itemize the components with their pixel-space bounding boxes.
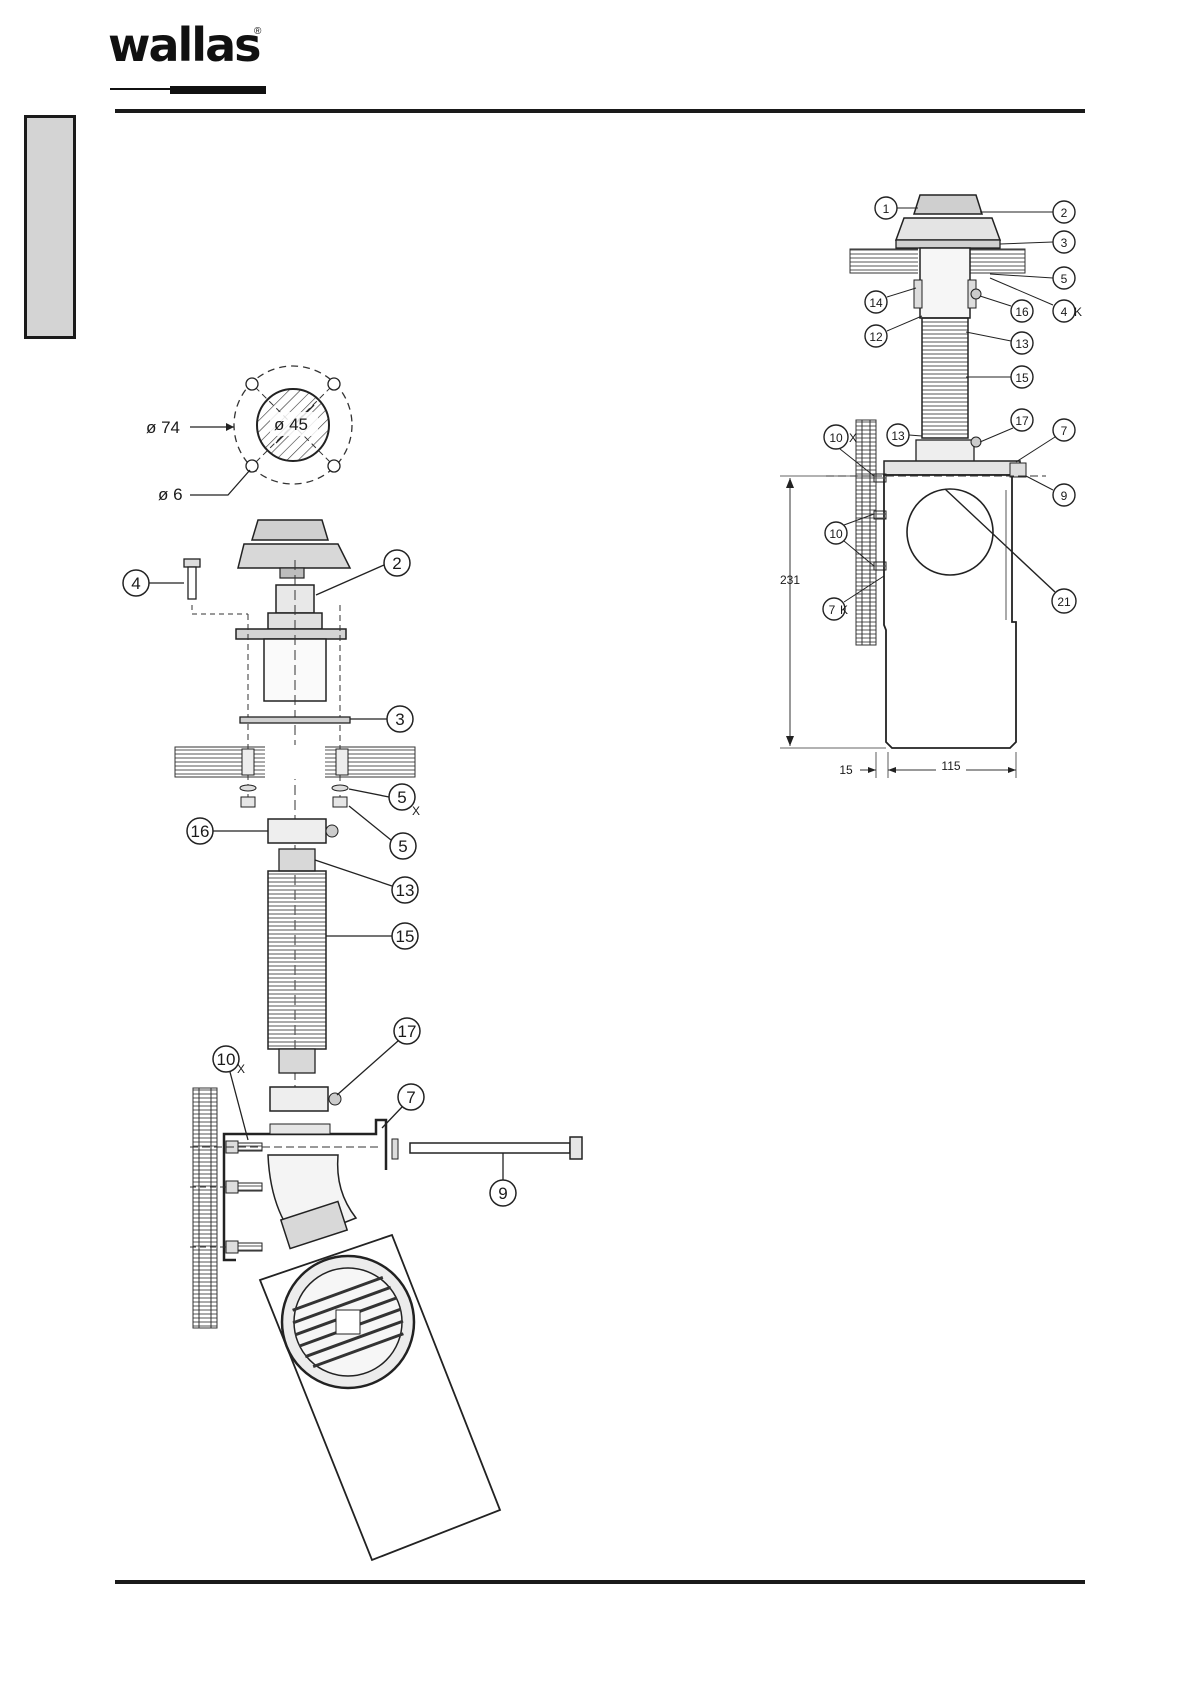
callout-9-label: 9 — [498, 1184, 507, 1203]
callout-10x-label: 10 — [829, 431, 843, 445]
flexible-hose — [268, 849, 326, 1073]
callout-3: 3 — [350, 706, 413, 732]
callout-17: 17 — [980, 409, 1033, 442]
callout-17-label: 17 — [398, 1022, 417, 1041]
footer-rule — [115, 1580, 1085, 1584]
callout-13-label: 13 — [396, 881, 415, 900]
callout-15: 15 — [966, 366, 1033, 388]
callout-2: 2 — [980, 201, 1075, 223]
callout-2-label: 2 — [392, 554, 401, 573]
callout-21-label: 21 — [1057, 595, 1071, 609]
width-dimension: 15 115 — [839, 752, 1016, 778]
callout-1: 1 — [875, 197, 918, 219]
callout-16-label: 16 — [1015, 305, 1029, 319]
wall-screw — [226, 1141, 262, 1253]
callout-13-label: 13 — [1015, 337, 1029, 351]
callout-16: 16 — [187, 818, 268, 844]
callout-10x-label: 10 — [217, 1050, 236, 1069]
callout-9: 9 — [1026, 476, 1075, 506]
callout-16: 16 — [980, 296, 1033, 322]
hose-clamp — [916, 437, 981, 462]
callout-10x-suffix: X — [237, 1062, 245, 1076]
outer-diameter-label: ø 74 — [146, 418, 180, 437]
hull-wall — [856, 420, 876, 645]
callout-7k-suffix: K — [840, 603, 848, 617]
hole-pattern: ø 45 ø 74 ø 6 — [146, 366, 352, 504]
deck-fitting — [236, 585, 346, 701]
callout-7k-label: 7 — [829, 603, 836, 617]
bolt-diameter-label: ø 6 — [158, 485, 183, 504]
deck-section — [175, 745, 415, 779]
callout-4: 4 — [123, 570, 184, 596]
callout-12-label: 12 — [869, 330, 883, 344]
callout-15-label: 15 — [396, 927, 415, 946]
callout-3-label: 3 — [1061, 236, 1068, 250]
vent-housing — [260, 1155, 500, 1560]
callout-16-label: 16 — [191, 822, 210, 841]
inner-diameter-label: ø 45 — [274, 415, 308, 434]
callout-5: 5 — [349, 806, 416, 859]
hose-clamp — [270, 1087, 341, 1111]
callout-7: 7 — [382, 1084, 424, 1128]
callout-3-label: 3 — [395, 710, 404, 729]
callout-15-label: 15 — [1015, 371, 1029, 385]
callout-12: 12 — [865, 316, 922, 347]
vent-cap — [238, 520, 350, 578]
callout-5x: 5 X — [349, 784, 420, 818]
callout-7-label: 7 — [1061, 424, 1068, 438]
callout-17: 17 — [337, 1018, 420, 1095]
hull-wall — [193, 1088, 217, 1328]
callout-5-label: 5 — [1061, 272, 1068, 286]
width-dimension-label: 115 — [941, 759, 960, 773]
callout-13-label: 13 — [891, 429, 905, 443]
callout-4-label: 4 — [131, 574, 140, 593]
vent-housing — [884, 461, 1020, 748]
flexible-hose — [922, 318, 968, 438]
long-bolt — [410, 1137, 582, 1159]
callout-4k-suffix: K — [1074, 305, 1082, 319]
callout-10x: 10 X — [213, 1046, 248, 1140]
callout-13: 13 — [966, 332, 1033, 354]
callout-14-label: 14 — [869, 296, 883, 310]
callout-4k-label: 4 — [1061, 305, 1068, 319]
callout-9-label: 9 — [1061, 489, 1068, 503]
washer — [392, 1139, 398, 1159]
callout-5x-suffix: X — [412, 804, 420, 818]
callout-10-label: 10 — [829, 527, 843, 541]
screw — [184, 559, 200, 599]
gasket — [240, 717, 350, 723]
callout-10x-suffix: X — [849, 431, 857, 445]
callout-2-label: 2 — [1061, 206, 1068, 220]
vent-cap — [896, 195, 1000, 248]
hose-clamp — [268, 819, 338, 843]
exploded-view: 4 2 3 5 X 5 16 — [123, 520, 582, 1560]
washer-nut — [240, 785, 348, 807]
callout-13: 13 — [315, 860, 418, 903]
callout-9: 9 — [490, 1153, 516, 1206]
callout-14: 14 — [865, 288, 916, 313]
callout-1-label: 1 — [883, 202, 890, 216]
callout-7-label: 7 — [406, 1088, 415, 1107]
height-dimension-label: 231 — [780, 573, 800, 587]
offset-dimension-label: 15 — [839, 763, 853, 777]
callout-5-label: 5 — [398, 837, 407, 856]
callout-5x-label: 5 — [397, 788, 406, 807]
long-bolt — [1010, 463, 1026, 477]
section-view: 231 15 115 1 2 3 — [780, 195, 1082, 778]
callout-15: 15 — [326, 923, 418, 949]
callout-17-label: 17 — [1015, 414, 1029, 428]
